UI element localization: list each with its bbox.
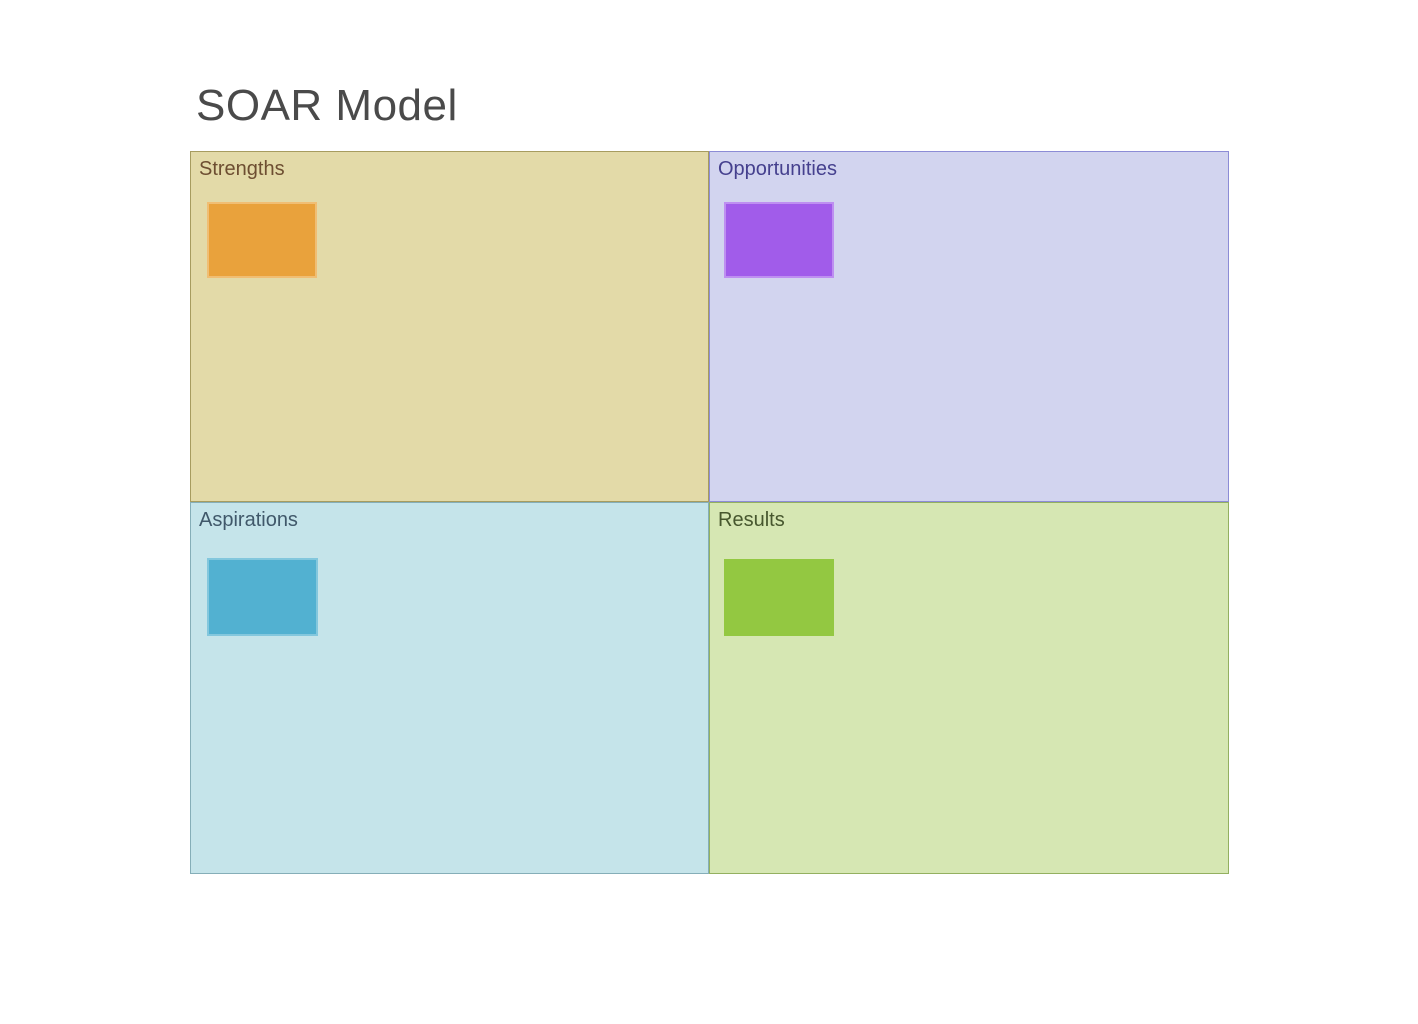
strengths-orange-rectangle-shape (207, 202, 317, 278)
aspirations-blue-rectangle-shape (207, 558, 318, 636)
opportunities-purple-rectangle-shape (724, 202, 834, 278)
quadrant-opportunities: Opportunities (709, 151, 1229, 502)
quadrant-opportunities-label: Opportunities (718, 158, 837, 180)
soar-quadrant-grid: Strengths Opportunities Aspirations Resu… (190, 151, 1229, 874)
quadrant-strengths: Strengths (190, 151, 709, 502)
quadrant-aspirations: Aspirations (190, 502, 709, 874)
quadrant-results-label: Results (718, 509, 785, 531)
diagram-title: SOAR Model (196, 81, 458, 130)
quadrant-aspirations-label: Aspirations (199, 509, 298, 531)
quadrant-strengths-label: Strengths (199, 158, 285, 180)
results-green-rectangle-shape (724, 559, 834, 636)
quadrant-results: Results (709, 502, 1229, 874)
